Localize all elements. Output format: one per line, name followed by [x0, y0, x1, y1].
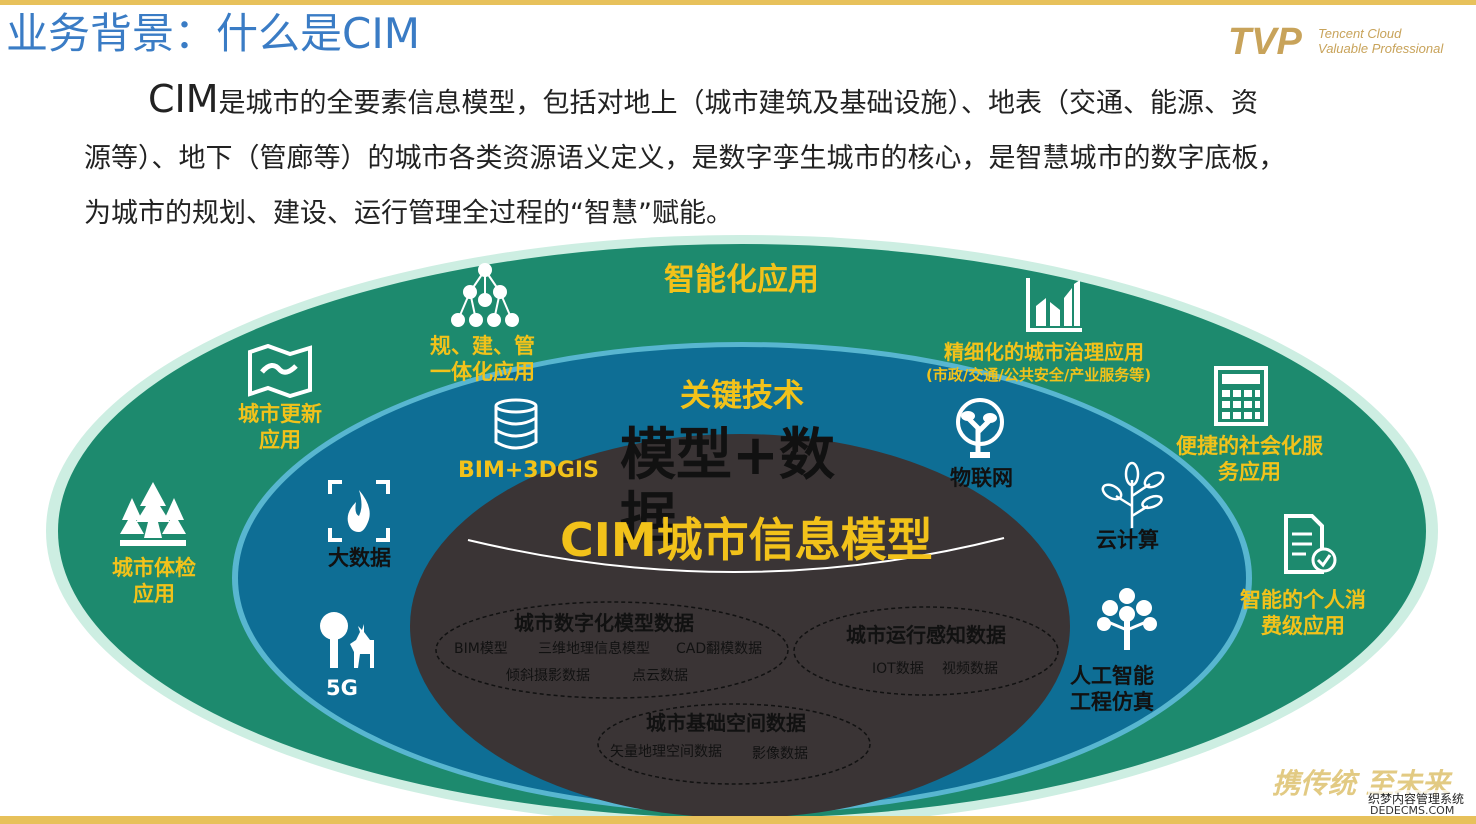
tech-label-big-data: 大数据 — [328, 546, 391, 570]
app-label-social-service: 便捷的社会化服 务应用 — [1176, 434, 1323, 484]
iot-tree-icon — [956, 398, 1004, 458]
group-title-model-data: 城市数字化模型数据 — [514, 611, 694, 635]
tech-label-ai-simulation: 人工智能 工程仿真 — [1070, 664, 1154, 714]
hierarchy-icon — [451, 263, 519, 327]
middle-ring-title: 关键技术 — [680, 378, 804, 414]
tech-label-bim-3dgis: BIM+3DGIS — [458, 458, 599, 483]
intro-paragraph: CIM是城市的全要素信息模型，包括对地上（城市建筑及基础设施）、地表（交通、能源… — [84, 72, 1384, 241]
item-imagery-data: 影像数据 — [752, 746, 808, 762]
intro-line-1: 是城市的全要素信息模型，包括对地上（城市建筑及基础设施）、地表（交通、能源、资 — [218, 88, 1259, 119]
app-sublabel-urban-governance: (市政/交通/公共安全/产业服务等) — [926, 366, 1152, 384]
group-outline-model-data — [435, 601, 789, 699]
map-icon — [248, 344, 312, 398]
calculator-icon — [1214, 366, 1268, 426]
trees-icon — [120, 482, 186, 546]
logo-mark: TVP — [1228, 21, 1302, 63]
group-outline-spatial-data — [597, 703, 871, 785]
page-title: 业务背景：什么是CIM — [6, 9, 420, 58]
app-label-city-checkup: 城市体检 应用 — [112, 556, 196, 606]
document-check-icon — [1284, 514, 1337, 574]
flame-icon — [328, 480, 390, 542]
middle-overlay-text: 模型+数据 — [620, 423, 835, 552]
item-bim-model: BIM模型 — [454, 641, 508, 657]
logo-line-2: Valuable Professional — [1318, 41, 1444, 56]
app-label-personal-consumer: 智能的个人消 费级应用 — [1240, 588, 1366, 638]
app-label-urban-governance: 精细化的城市治理应用 — [944, 340, 1144, 364]
logo-line-1: Tencent Cloud — [1318, 26, 1402, 41]
group-title-sensing-data: 城市运行感知数据 — [846, 623, 1006, 647]
intro-line-2: 源等）、地下（管廊等）的城市各类资源语义定义，是数字孪生城市的核心，是智慧城市的… — [84, 143, 1286, 174]
item-video-data: 视频数据 — [942, 661, 998, 677]
item-iot-data: IOT数据 — [872, 661, 924, 677]
app-label-urban-renewal: 城市更新 应用 — [238, 402, 322, 452]
app-label-plan-build-manage: 规、建、管 一体化应用 — [430, 334, 535, 384]
item-oblique-photo: 倾斜摄影数据 — [506, 668, 590, 684]
intro-line-3: 为城市的规划、建设、运行管理全过程的“智慧”赋能。 — [84, 198, 733, 229]
tree-deer-icon — [320, 612, 374, 668]
network-tree-icon — [1097, 588, 1157, 650]
site-watermark: 织梦内容管理系统 — [1368, 790, 1465, 807]
core-circle — [410, 434, 1070, 818]
tech-label-5g: 5G — [326, 676, 358, 700]
tvp-logo: TVP Tencent Cloud Valuable Professional — [1228, 22, 1448, 64]
tech-label-cloud-computing: 云计算 — [1096, 528, 1159, 552]
leaf-icon — [1101, 461, 1165, 528]
item-vector-data: 矢量地理空间数据 — [610, 744, 722, 760]
item-cad-data: CAD翻模数据 — [676, 641, 763, 657]
database-icon — [494, 398, 538, 450]
outer-ring-title: 智能化应用 — [664, 262, 819, 298]
tech-label-iot: 物联网 — [950, 466, 1013, 490]
bottom-accent-bar — [0, 816, 1476, 824]
item-3d-geo-model: 三维地理信息模型 — [538, 641, 650, 657]
core-divider-arc — [467, 537, 1005, 573]
group-outline-sensing-data — [793, 606, 1059, 696]
core-title: CIM城市信息模型 — [560, 513, 933, 567]
site-watermark-url: DEDECMS.COM — [1370, 804, 1455, 817]
item-point-cloud: 点云数据 — [632, 668, 688, 684]
group-title-spatial-data: 城市基础空间数据 — [646, 711, 806, 735]
top-accent-bar — [0, 0, 1476, 5]
intro-lead: CIM — [148, 77, 219, 121]
bar-chart-icon — [1026, 278, 1082, 332]
